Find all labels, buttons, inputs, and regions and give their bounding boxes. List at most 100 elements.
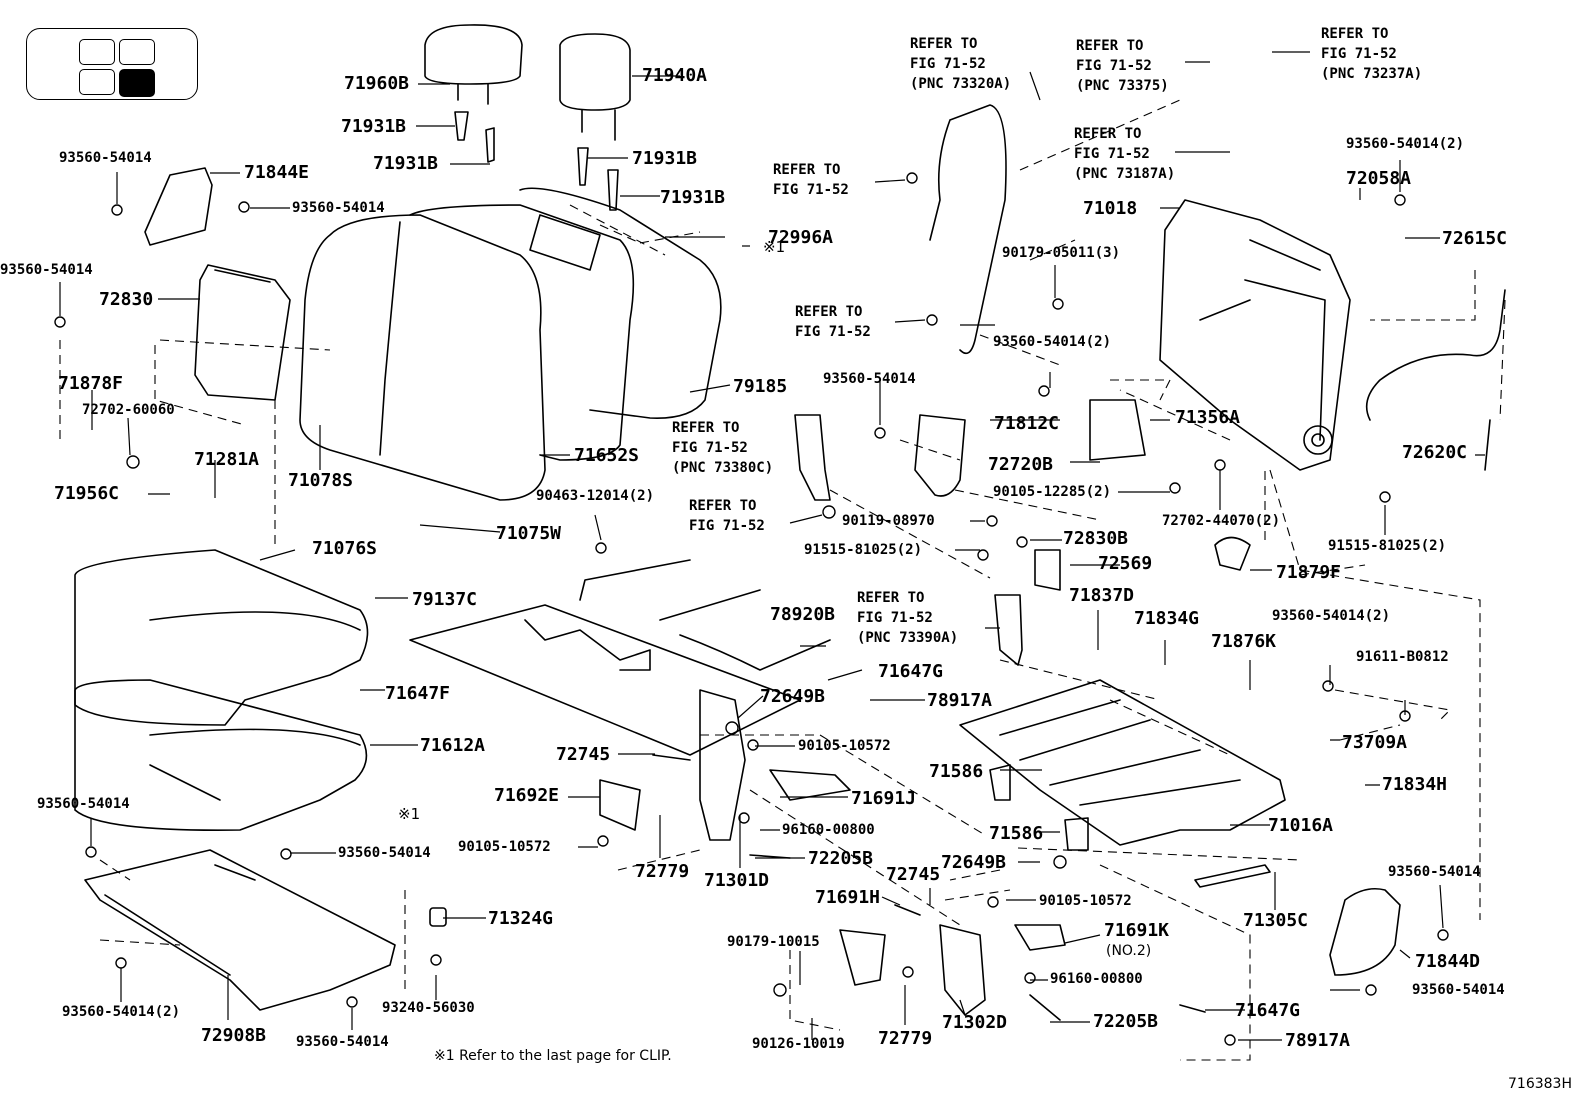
part-label: 71844D: [1415, 951, 1481, 972]
reference-note: REFER TO FIG 71-52 (PNC 73237A): [1321, 26, 1423, 82]
part-label: 79137C: [412, 589, 478, 610]
part-label: 90105-12285(2): [993, 484, 1112, 500]
locator-cell: [119, 39, 155, 65]
part-label: 93240-56030: [382, 1000, 475, 1016]
part-label: 78917A: [927, 690, 993, 711]
part-label: 90179-10015: [727, 934, 820, 950]
clip-mark: ※1: [763, 238, 786, 256]
locator-cell: [79, 39, 115, 65]
reference-note: REFER TO FIG 71-52 (PNC 73320A): [910, 36, 1012, 92]
cover-71691K: [1014, 924, 1066, 951]
reference-note: REFER TO FIG 71-52 (PNC 73375): [1076, 38, 1169, 94]
cable-78920B: [579, 559, 831, 671]
part-label: 71586: [929, 761, 984, 782]
cushion-71612A: [74, 679, 368, 831]
part-label: 72779: [635, 861, 690, 882]
part-label: 90105-10572: [1039, 893, 1132, 909]
cover-71691H: [839, 929, 886, 986]
part-label: 72745: [556, 744, 611, 765]
part-label: 96160-00800: [1050, 971, 1143, 987]
part-label: 93560-54014: [823, 371, 916, 387]
part-label: 71931B: [660, 187, 726, 208]
part-label: 71075W: [496, 523, 562, 544]
locator-cell: [79, 69, 115, 95]
part-label: 93560-54014: [1412, 982, 1505, 998]
bracket-71302D: [939, 924, 986, 1016]
seatbelt: [929, 104, 1007, 355]
reference-note: REFER TO FIG 71-52 (PNC 73380C): [672, 420, 774, 476]
cover-71879F: [1214, 536, 1251, 571]
cover-71692E: [599, 779, 641, 831]
part-label: 71691K: [1104, 920, 1170, 941]
part-label: 71812C: [994, 413, 1060, 434]
bracket-72569: [1034, 549, 1061, 591]
damper-71305C: [1194, 864, 1271, 888]
part-label: 91515-81025(2): [804, 542, 923, 558]
part-label: 93560-54014: [338, 845, 431, 861]
part-label: 93560-54014: [1388, 864, 1481, 880]
part-label: 72779: [878, 1028, 933, 1049]
part-label: 93560-54014: [37, 796, 130, 812]
part-label: 72720B: [988, 454, 1054, 475]
bumper-71324G: [429, 907, 447, 927]
reference-note: REFER TO FIG 71-52: [795, 304, 871, 340]
part-label: 93560-54014(2): [993, 334, 1112, 350]
part-label: 71956C: [54, 483, 120, 504]
part-label: 71647G: [1235, 1000, 1301, 1021]
part-label: 78920B: [770, 604, 836, 625]
figure-id: 716383H: [1508, 1076, 1572, 1092]
part-label: 71876K: [1211, 631, 1277, 652]
reference-note: REFER TO FIG 71-52: [689, 498, 765, 534]
plate-72720B: [1089, 399, 1146, 461]
part-label-note: (NO.2): [1106, 943, 1152, 959]
part-label: 71612A: [420, 735, 486, 756]
part-label: 71356A: [1175, 407, 1241, 428]
buckle-73390A: [994, 594, 1023, 666]
part-label: 93560-54014(2): [1346, 136, 1465, 152]
cover-71691J: [769, 769, 851, 801]
part-label: 93560-54014: [292, 200, 385, 216]
part-label: 72205B: [808, 848, 874, 869]
part-label: 71691J: [851, 788, 917, 809]
part-label: 73709A: [1342, 732, 1408, 753]
reference-note: REFER TO FIG 71-52 (PNC 73390A): [857, 590, 959, 646]
seatback-79185: [519, 187, 722, 419]
part-label: 91515-81025(2): [1328, 538, 1447, 554]
clip-mark: ※1: [398, 805, 421, 823]
locator-cell-selected: [119, 69, 155, 97]
part-label: 71879F: [1276, 562, 1342, 583]
part-label: 71018: [1083, 198, 1138, 219]
part-label: 71281A: [194, 449, 260, 470]
part-label: 71078S: [288, 470, 354, 491]
part-label: 71586: [989, 823, 1044, 844]
mat-71647F: [409, 604, 801, 756]
part-label: 90105-10572: [798, 738, 891, 754]
part-label: 72702-60060: [82, 402, 175, 418]
seatback-mid: [409, 204, 635, 461]
part-label: 72620C: [1402, 442, 1468, 463]
part-label: 71647G: [878, 661, 944, 682]
part-label: 71016A: [1268, 815, 1334, 836]
part-label: 71302D: [942, 1012, 1008, 1033]
part-label: 71844E: [244, 162, 310, 183]
part-label: 72649B: [941, 852, 1007, 873]
part-label: 90179-05011(3): [1002, 245, 1121, 261]
part-label: 71960B: [344, 73, 410, 94]
part-label: 72649B: [760, 686, 826, 707]
part-label: 72830: [99, 289, 154, 310]
part-label: 72702-44070(2): [1162, 513, 1281, 529]
part-label: 72996A: [768, 227, 834, 248]
part-label: 93560-54014(2): [1272, 608, 1391, 624]
cover-71812C: [914, 414, 966, 497]
part-label: 71834H: [1382, 774, 1448, 795]
part-label: 71647F: [385, 683, 451, 704]
part-label: 72569: [1098, 553, 1153, 574]
part-label: 90105-10572: [458, 839, 551, 855]
part-label: 79185: [733, 376, 788, 397]
part-label: 71931B: [341, 116, 407, 137]
part-label: 71837D: [1069, 585, 1135, 606]
seatback-71078S: [299, 214, 546, 501]
part-label: 71834G: [1134, 608, 1200, 629]
headrest-71960B: [424, 24, 523, 85]
